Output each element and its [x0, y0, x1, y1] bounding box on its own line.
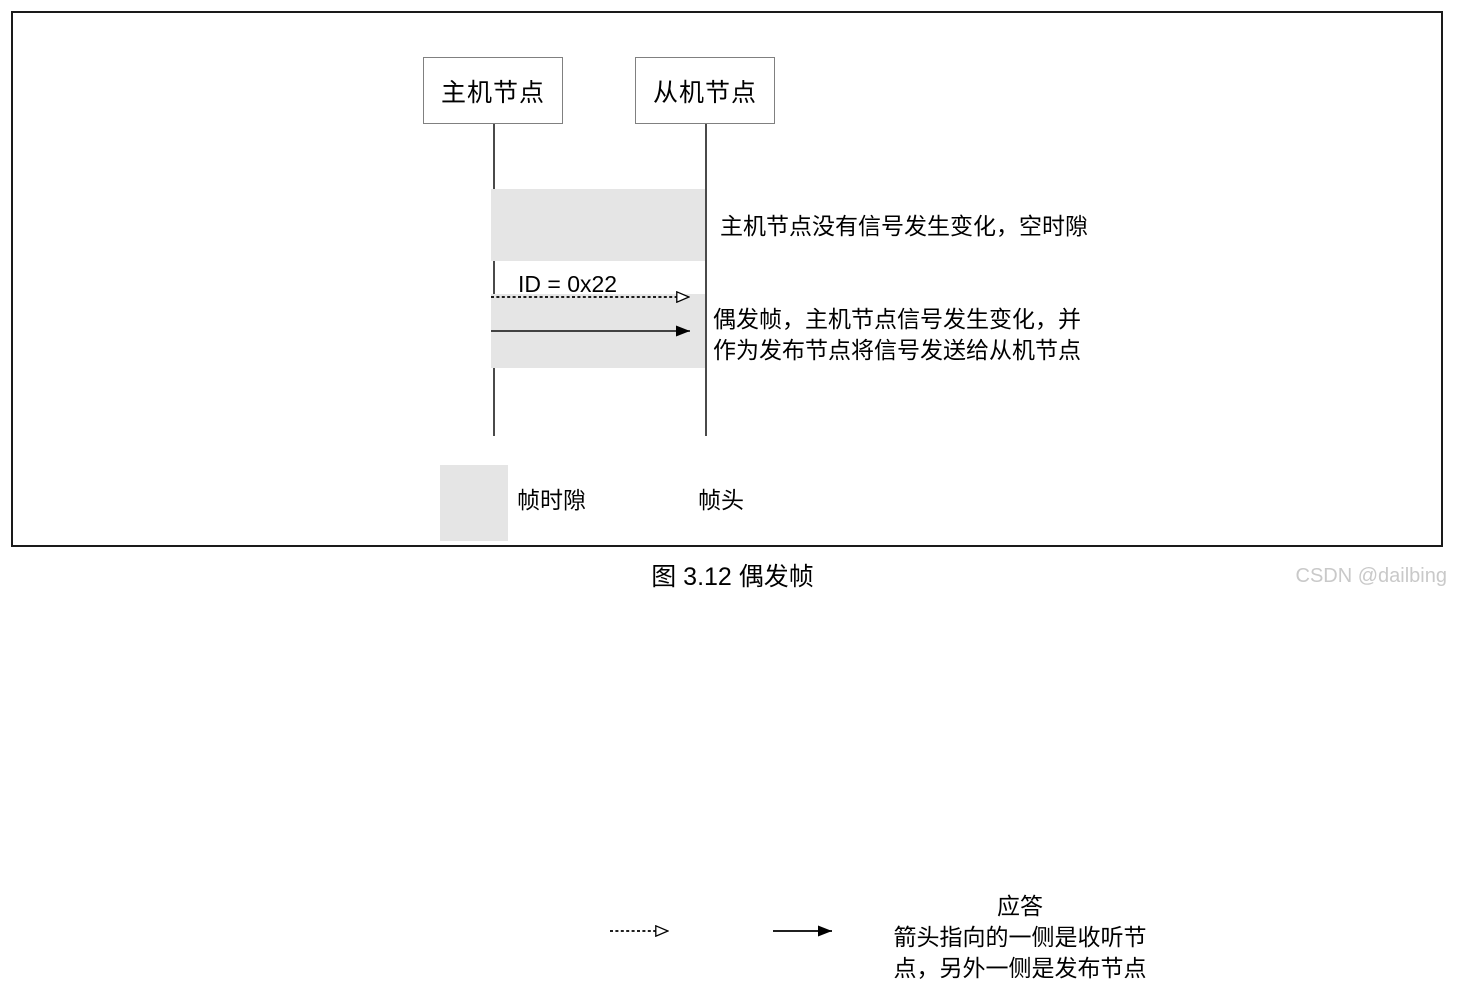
lifeline-slave — [705, 124, 707, 436]
message-label-frame-header: ID = 0x22 — [518, 271, 618, 297]
figure-frame: 主机节点 从机节点 ID = 0x22 — [11, 11, 1443, 981]
legend-swatch-frame-slot — [440, 465, 508, 541]
figure-caption: 图 3.12 偶发帧 — [651, 563, 814, 591]
legend-label-frame-slot: 帧时隙 — [517, 487, 586, 513]
node-box-slave: 从机节点 — [635, 57, 775, 124]
watermark: CSDN @dailbing — [1295, 565, 1447, 587]
lifeline-master — [493, 124, 495, 436]
legend-arrow-response — [773, 925, 832, 937]
message-arrow-response — [491, 325, 690, 337]
legend-response-title: 应答 — [997, 893, 1043, 919]
node-label-slave: 从机节点 — [652, 78, 757, 107]
legend-response-description: 箭头指向的一侧是收听节 点，另外一侧是发布节点 — [893, 924, 1147, 981]
annotation-empty-slot: 主机节点没有信号发生变化，空时隙 — [720, 213, 1088, 239]
frame-slot-band-empty — [491, 189, 705, 261]
legend-response-block: 应答 箭头指向的一侧是收听节 点，另外一侧是发布节点 — [860, 891, 1180, 984]
legend-arrow-frame-header — [610, 919, 686, 943]
node-box-master: 主机节点 — [423, 57, 563, 124]
node-label-master: 主机节点 — [440, 78, 545, 107]
annotation-sporadic-frame: 偶发帧，主机节点信号发生变化，并 作为发布节点将信号发送给从机节点 — [713, 306, 1081, 363]
legend-label-frame-head: 帧头 — [698, 487, 744, 513]
legend: 帧时隙 帧头 应答 箭头指向的 — [440, 453, 1320, 981]
figure-canvas: 主机节点 从机节点 ID = 0x22 — [11, 11, 1447, 981]
message-arrow-frame-header — [491, 285, 707, 309]
